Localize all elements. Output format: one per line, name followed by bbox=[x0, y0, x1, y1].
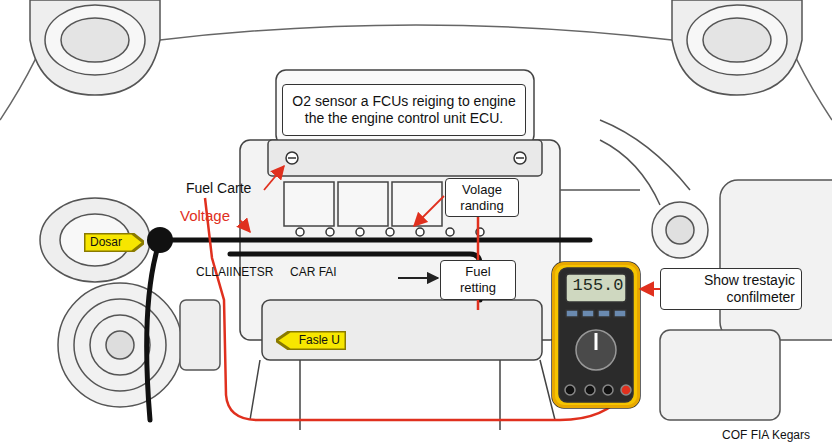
cover-screw bbox=[296, 228, 304, 236]
multimeter-body bbox=[595, 333, 598, 350]
multimeter-body bbox=[582, 310, 594, 317]
right-components bbox=[666, 216, 694, 244]
multimeter-body bbox=[585, 385, 595, 395]
signal-label: Voltage bbox=[180, 207, 230, 225]
multimeter-body bbox=[566, 310, 578, 317]
black-cable bbox=[147, 240, 590, 420]
right-components bbox=[560, 120, 690, 205]
watermark: COF FIA Kegars bbox=[722, 428, 810, 442]
tag-label: Fasle U bbox=[276, 331, 346, 350]
multimeter-body bbox=[603, 385, 613, 395]
right-components bbox=[560, 120, 832, 420]
meter-reading: 155.0 bbox=[567, 276, 629, 296]
black-cable bbox=[147, 240, 160, 420]
engine-block bbox=[240, 70, 560, 430]
node-text: Show trestayic confilmeter bbox=[667, 272, 795, 306]
part-label: Fuel Carte bbox=[186, 180, 251, 197]
callout-box: Show trestayic confilmeter bbox=[660, 268, 802, 310]
multimeter-body bbox=[576, 330, 616, 370]
multimeter-body bbox=[598, 310, 610, 317]
engine-block bbox=[338, 182, 388, 226]
cover-screw bbox=[416, 228, 424, 236]
right-components bbox=[660, 330, 780, 420]
alternator bbox=[106, 331, 134, 359]
multimeter-body bbox=[552, 262, 640, 408]
multimeter-body bbox=[559, 268, 633, 402]
strut-tower bbox=[61, 18, 129, 62]
alternator bbox=[58, 283, 182, 407]
cover-screw bbox=[446, 228, 454, 236]
strut-tower bbox=[672, 0, 802, 95]
part-label: CLLAIINETSR bbox=[196, 265, 273, 279]
black-cable bbox=[160, 238, 590, 243]
node-text: O2 sensor a FCUs reiging to engine the t… bbox=[289, 93, 519, 127]
multimeter-body bbox=[614, 310, 626, 317]
intake-hose bbox=[40, 198, 150, 282]
leader-line bbox=[414, 196, 444, 226]
cover-screw bbox=[356, 228, 364, 236]
strut-tower bbox=[687, 5, 787, 75]
cover-screw bbox=[326, 228, 334, 236]
node-text: Dosar bbox=[90, 235, 138, 249]
multimeter-body bbox=[621, 385, 631, 395]
intake-hose bbox=[40, 198, 150, 282]
node-text: Fasle U bbox=[282, 333, 340, 347]
multimeter-body bbox=[565, 385, 575, 395]
cover-screw bbox=[286, 152, 526, 236]
multimeter: 155.0 bbox=[552, 262, 640, 408]
alternator bbox=[74, 299, 166, 391]
leader-line bbox=[240, 220, 250, 232]
right-components bbox=[720, 180, 832, 340]
strut-tower bbox=[703, 18, 771, 62]
tag-shape bbox=[276, 331, 346, 350]
tag-shape bbox=[84, 233, 144, 252]
tag-label: Dosar bbox=[84, 233, 144, 252]
leader-line bbox=[398, 277, 438, 279]
leader-line bbox=[240, 166, 444, 278]
engine-block bbox=[284, 182, 334, 226]
multimeter-body bbox=[552, 262, 640, 408]
sensor-plug bbox=[147, 227, 173, 253]
alternator bbox=[90, 315, 150, 375]
alternator bbox=[180, 300, 220, 370]
node-text: Fuel retting bbox=[447, 264, 509, 295]
right-components bbox=[652, 202, 708, 258]
part-label: CAR FAI bbox=[290, 265, 337, 279]
pointer-arrow bbox=[640, 288, 660, 290]
cover-screw bbox=[386, 228, 394, 236]
strut-tower bbox=[45, 5, 145, 75]
callout-box: Fuel retting bbox=[440, 260, 516, 300]
hood-outline bbox=[160, 25, 672, 40]
engine-block bbox=[262, 300, 542, 360]
leader-line bbox=[264, 166, 284, 190]
info-box: O2 sensor a FCUs reiging to engine the t… bbox=[282, 84, 526, 136]
strut-tower bbox=[30, 0, 160, 95]
engine-block bbox=[268, 140, 542, 176]
node-text: Volage randing bbox=[452, 182, 512, 213]
engine-block bbox=[276, 70, 534, 145]
engine-block bbox=[392, 182, 442, 226]
callout-box: Volage randing bbox=[445, 178, 519, 217]
alternator bbox=[58, 283, 220, 407]
cover-screw bbox=[288, 157, 524, 159]
